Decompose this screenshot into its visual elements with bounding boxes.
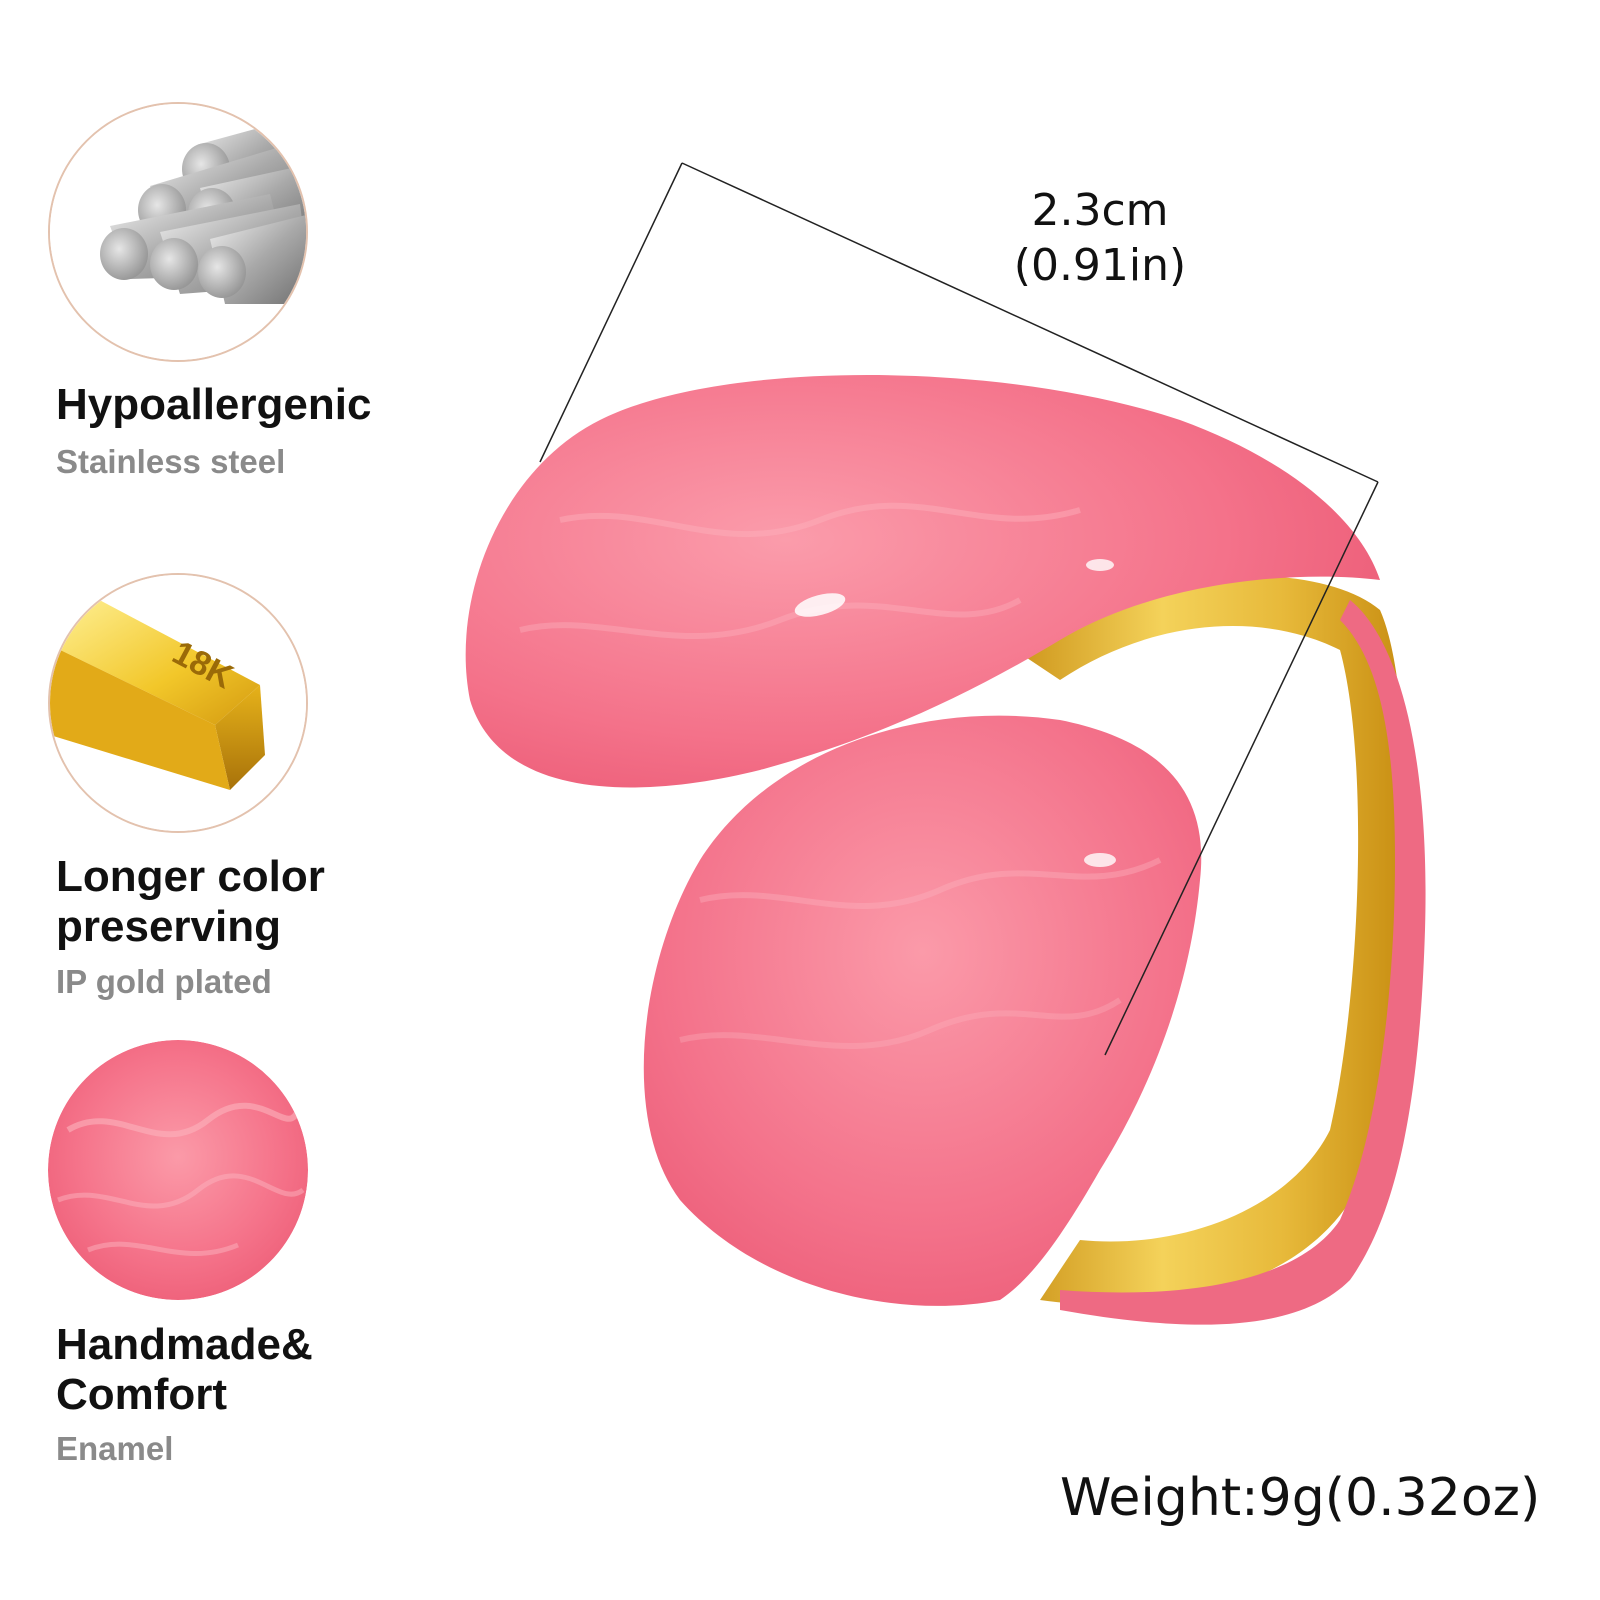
enamel-swatch-icon (48, 1040, 308, 1300)
gold-bar-icon: 18K (50, 575, 306, 831)
feature-subtitle-stainless-steel: Stainless steel (56, 443, 286, 480)
dimension-imperial: (0.91in) (1013, 240, 1187, 291)
ring-lower-teardrop (643, 715, 1202, 1306)
feature-title-handmade-comfort: Handmade& Comfort (56, 1320, 313, 1419)
dimension-line-right (1104, 481, 1379, 1056)
dimension-line-left (539, 162, 683, 463)
ring-upper-teardrop (465, 375, 1380, 788)
enamel-swatch-circle (48, 1040, 308, 1300)
feature-subtitle-ip-gold: IP gold plated (56, 963, 272, 1000)
gold-bar-circle: 18K (48, 573, 308, 833)
feature-title-hypoallergenic: Hypoallergenic (56, 380, 372, 429)
feature-title-color-preserving: Longer color preserving (56, 852, 325, 951)
steel-rods-circle (48, 102, 308, 362)
feature-subtitle-enamel: Enamel (56, 1430, 174, 1467)
steel-rods-icon (50, 104, 306, 360)
dimension-metric: 2.3cm (1031, 185, 1169, 236)
weight-label: Weight:9g(0.32oz) (1060, 1468, 1541, 1528)
ring-gold-band (1000, 575, 1406, 1305)
ring-pink-edge (1060, 600, 1426, 1325)
